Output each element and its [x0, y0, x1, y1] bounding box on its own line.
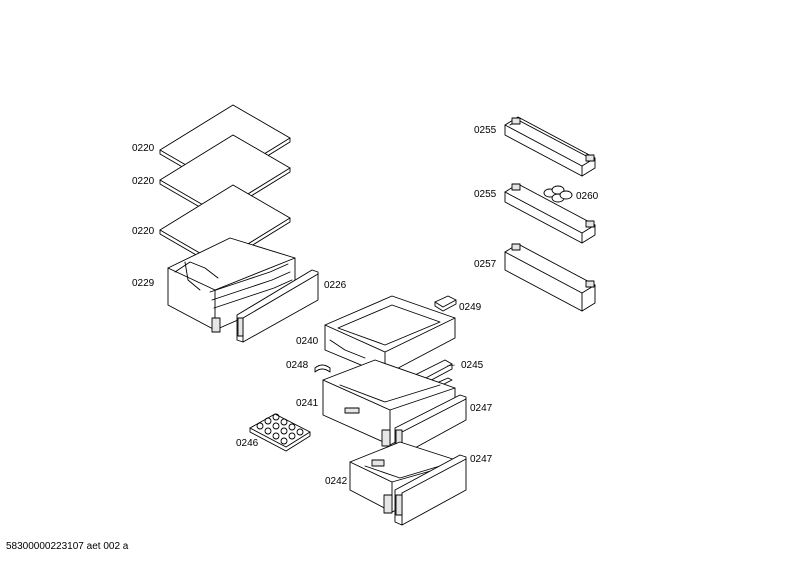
egg-cups [256, 413, 304, 445]
egg-tray-0246 [249, 413, 311, 452]
label-0260: 0260 [576, 191, 599, 202]
front-panel-0247-lower [394, 454, 467, 526]
label-0257: 0257 [474, 259, 497, 270]
label-0245: 0245 [461, 360, 484, 371]
front-panel-0247-upper [394, 394, 467, 456]
door-shelf-0257 [504, 243, 596, 312]
drawer-0242 [349, 441, 463, 514]
label-0246: 0246 [236, 438, 259, 449]
label-0249: 0249 [459, 302, 482, 313]
label-0240: 0240 [296, 336, 319, 347]
front-panel-0226 [236, 269, 319, 343]
egg-holder-0260 [543, 185, 573, 203]
label-0247-a: 0247 [470, 403, 493, 414]
label-0241: 0241 [296, 398, 319, 409]
holder-0249 [434, 295, 457, 312]
label-0242: 0242 [325, 476, 348, 487]
label-0255-b: 0255 [474, 189, 497, 200]
label-0229: 0229 [132, 278, 155, 289]
label-0247-b: 0247 [470, 454, 493, 465]
door-shelf-0255-middle [504, 183, 596, 244]
label-0220-b: 0220 [132, 176, 155, 187]
drawing-code: 58300000223107 aet 002 a [6, 541, 129, 552]
door-shelf-0255-top [504, 116, 596, 177]
handle-0248 [314, 364, 331, 373]
label-0220-a: 0220 [132, 143, 155, 154]
label-0226: 0226 [324, 280, 347, 291]
label-0220-c: 0220 [132, 226, 155, 237]
label-0255-a: 0255 [474, 125, 497, 136]
label-0248: 0248 [286, 360, 309, 371]
